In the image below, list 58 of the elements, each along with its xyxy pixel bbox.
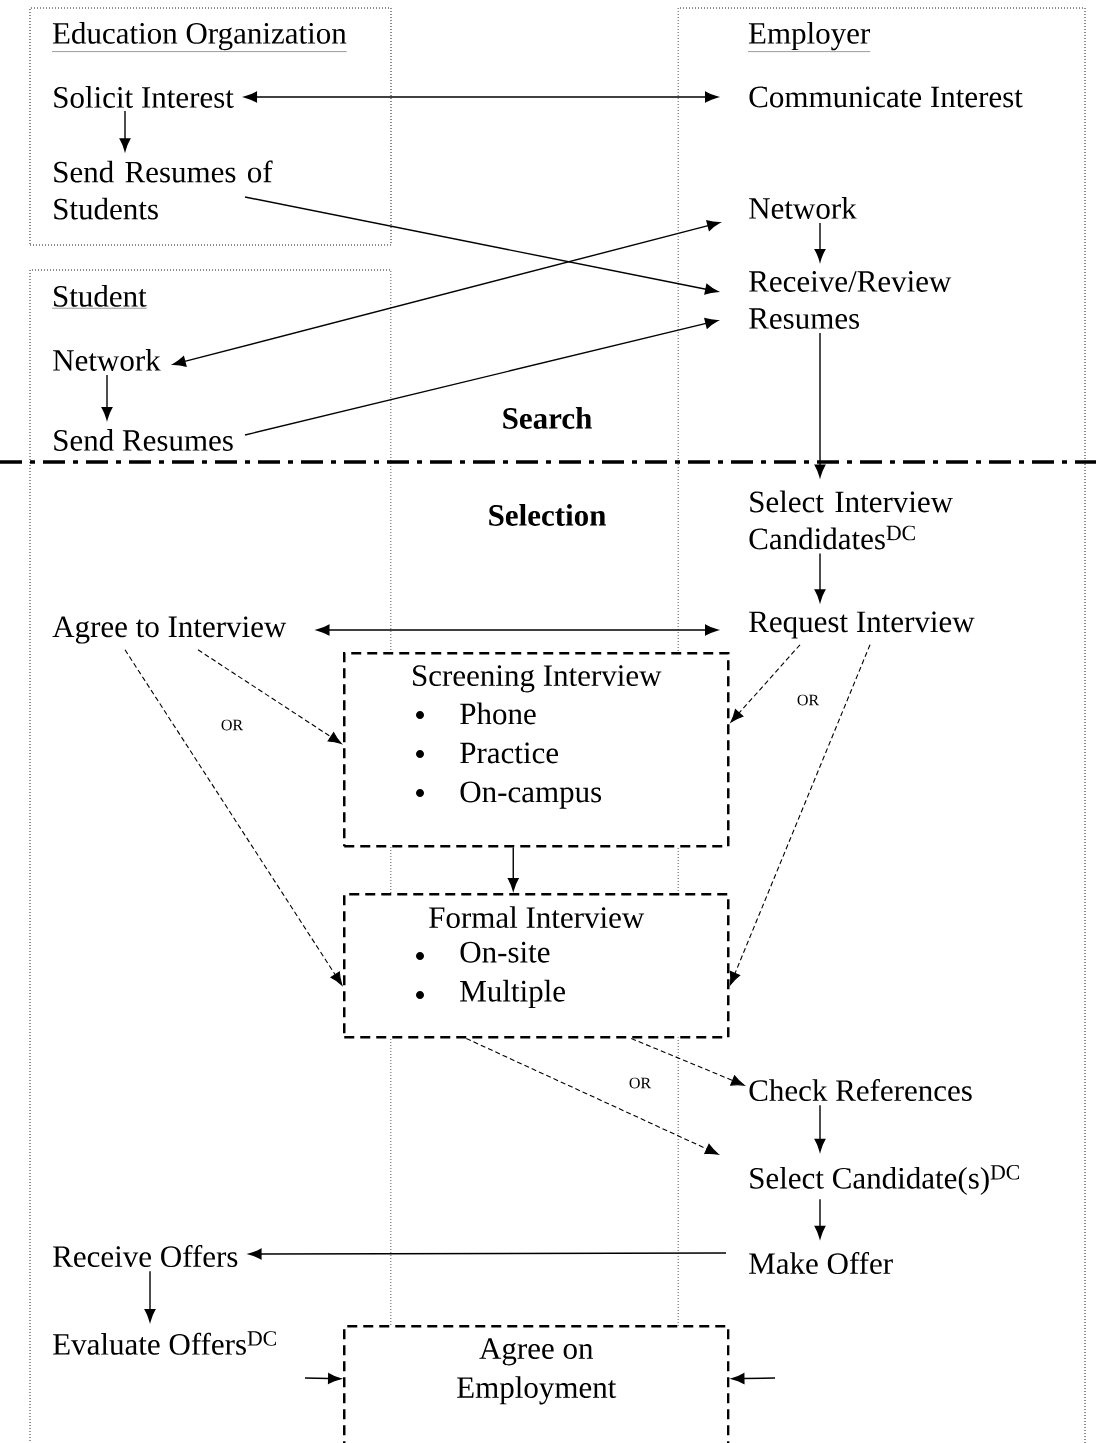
list-item: On-campus — [460, 781, 602, 809]
or-label: OR — [795, 693, 821, 707]
or-label: OR — [627, 1076, 653, 1090]
arrow — [507, 846, 519, 891]
arrow — [172, 220, 721, 367]
or-label: OR — [219, 718, 245, 732]
arrow — [814, 1104, 826, 1152]
list-item: Multiple — [460, 979, 565, 1008]
list-item: On-site — [460, 941, 550, 963]
dashed-arrow — [630, 1037, 745, 1086]
arrow — [814, 332, 826, 478]
arrow — [814, 1198, 826, 1239]
arrow — [814, 552, 826, 603]
arrow — [144, 1270, 156, 1322]
lane-heading: Education Organization — [51, 22, 347, 52]
step-text: Select Interview Candidates$^{DC}$ — [749, 490, 953, 550]
step-text: Solicit Interest — [54, 86, 234, 108]
arrow — [244, 196, 719, 295]
process-box — [343, 893, 730, 1039]
list-item: Phone — [460, 702, 536, 725]
box-heading: Screening Interview — [413, 665, 662, 693]
step-text: Agree to Interview — [52, 616, 287, 644]
dashed-arrow — [197, 649, 342, 745]
step-text: Network — [749, 197, 857, 219]
dashed-arrow — [729, 644, 871, 986]
step-text: Request Interview — [749, 611, 975, 639]
arrow — [304, 1373, 341, 1384]
step-text: Evaluate Offers$^{DC}$ — [53, 1331, 276, 1355]
step-text: Receive Offers — [53, 1244, 238, 1268]
arrow — [316, 624, 718, 636]
step-text: Make Offer — [749, 1251, 893, 1275]
lane-box — [29, 7, 392, 246]
arrow — [244, 91, 718, 103]
arrow — [814, 222, 826, 262]
dashed-arrow — [730, 644, 801, 723]
lane-heading: Employer — [747, 22, 871, 52]
process-box — [343, 652, 730, 848]
dashed-arrow — [124, 649, 343, 986]
step-text: Network — [53, 349, 161, 371]
step-text: Check References — [749, 1078, 972, 1102]
box-heading: Agree on Employment — [457, 1338, 617, 1405]
dashed-arrow — [465, 1037, 719, 1155]
step-text: Send Resumes of Students — [54, 160, 273, 220]
arrow — [248, 1248, 727, 1260]
arrow — [101, 374, 113, 420]
section-label: Selection — [489, 504, 606, 526]
list-item: Practice — [460, 742, 559, 764]
box-heading: Formal Interview — [429, 906, 645, 929]
arrow — [731, 1373, 776, 1384]
step-text: Receive/Review Resumes — [749, 271, 952, 329]
process-box — [343, 1325, 730, 1443]
step-text: Send Resumes — [54, 429, 233, 451]
arrow — [119, 110, 131, 152]
lane-heading: Student — [51, 285, 147, 309]
section-label: Search — [503, 407, 592, 429]
arrow — [244, 318, 719, 436]
step-text: Communicate Interest — [749, 86, 1023, 108]
step-text: Select Candidate(s)$^{DC}$ — [750, 1165, 1020, 1195]
